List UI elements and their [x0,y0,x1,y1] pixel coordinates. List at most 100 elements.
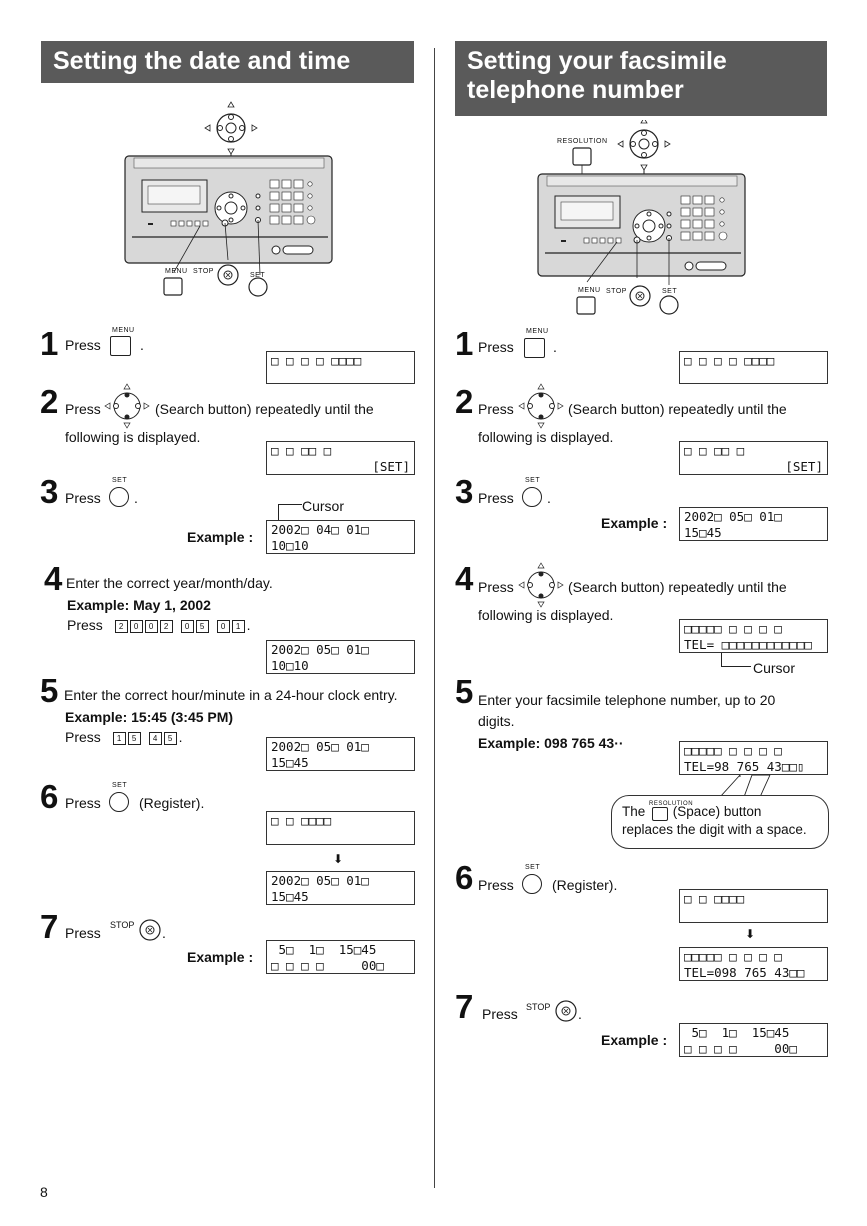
step-number: 6 [455,859,474,896]
search-button-icon [518,383,564,429]
set-key-label: SET [112,477,128,484]
set-key-label: SET [525,864,541,871]
dial-key-icon: 5 [127,731,141,745]
set-key-label: SET [112,782,128,789]
resolution-button-icon [572,147,592,166]
dial-key-icon: 1 [112,731,126,745]
cursor-label: Cursor [302,498,345,514]
example-label: Example : [601,1032,668,1048]
stop-button-icon [217,264,239,286]
step-number: 1 [455,325,474,362]
menu-key-label: MENU [526,328,549,335]
diagram-stop-label: STOP [606,288,627,295]
menu-button-icon [576,296,596,315]
step-text: Press [65,795,101,811]
lcd-display: □ □ □□ □[SET] [266,441,415,475]
step-text: Press [478,490,514,506]
step-text: (Register). [139,795,205,811]
diagram-set-label: SET [250,272,266,279]
example-text: Example: 098 765 43·· [478,735,624,751]
example-label: Example : [601,515,668,531]
set-key-icon [109,792,129,812]
menu-key-label: MENU [112,327,135,334]
lcd-display: 5□ 1□ 15□45□ □ □ □ 00□ [679,1023,828,1057]
menu-button-icon [163,277,183,296]
lcd-display: □ □ □ □ □□□□ [266,351,415,384]
dial-key-icon: 2 [114,619,128,633]
set-button-icon [248,277,268,297]
resolution-key-icon: RESOLUTION [649,801,693,821]
right-title: Setting your facsimile telephone number [455,41,827,116]
dial-key-icon: 1 [231,619,245,633]
search-button-icon [104,383,150,429]
lcd-display: 2002□ 05□ 01□15□45 [266,871,415,905]
lcd-display: 2002□ 05□ 01□10□10 [266,640,415,674]
stop-key-label: STOP [110,920,135,930]
lcd-display: □ □ □□□□ [679,889,828,923]
navigator-key-icon [617,120,671,171]
step-text: Press [478,579,514,595]
step-text: following is displayed. [478,429,614,445]
step-number: 4 [455,560,474,597]
dial-key-icon: 0 [144,619,158,633]
lcd-display: 5□ 1□ 15□45□ □ □ □ 00□ [266,940,415,974]
left-title: Setting the date and time [41,41,414,83]
step-text: Press [478,339,514,355]
step-text: Press [65,925,101,941]
set-key-icon [522,874,542,894]
stop-key-icon [139,919,161,941]
space-button-callout: The RESOLUTION (Space) button replaces t… [611,795,829,849]
menu-key-icon [110,336,131,356]
dial-key-icon: 0 [216,619,230,633]
example-text: Example: 15:45 (3:45 PM) [65,709,234,725]
lcd-display: 2002□ 05□ 01□15□45 [266,737,415,771]
search-button-icon [518,562,564,608]
step-number: 5 [40,672,59,709]
arrow-down-icon: ⬇ [745,927,756,941]
fax-machine-diagram-right [537,120,746,315]
cursor-label: Cursor [753,660,796,676]
diagram-menu-label: MENU [578,287,601,294]
step-text: Press [65,337,101,353]
step-number: 1 [40,325,59,362]
diagram-stop-label: STOP [193,268,214,275]
step-number: 3 [455,473,474,510]
stop-button-icon [629,285,651,307]
callout-pointer [719,774,771,797]
step-number: 6 [40,778,59,815]
step-number: 7 [455,988,474,1025]
set-key-icon [109,487,129,507]
set-key-label: SET [525,477,541,484]
fax-machine-diagram-left [124,101,333,297]
stop-key-label: STOP [526,1002,551,1012]
set-key-icon [522,487,542,507]
set-button-icon [659,295,679,315]
arrow-down-icon: ⬇ [333,852,344,866]
diagram-resolution-label: RESOLUTION [557,138,608,145]
dial-key-icon: 4 [148,731,162,745]
step-text: Press [65,490,101,506]
navigator-key-icon [204,101,258,155]
step-text: Enter your facsimile telephone number, u… [478,692,776,708]
step-number: 3 [40,473,59,510]
lcd-display: □ □ □□ □[SET] [679,441,828,475]
step-text: Press [65,401,101,417]
dial-key-icon: 5 [163,731,177,745]
lcd-display: 2002□ 04□ 01□10□10 [266,520,415,554]
lcd-display: □□□□□ □ □ □ □TEL=98 765 43□□▯ [679,741,828,775]
step-text: following is displayed. [65,429,201,445]
dial-key-icon: 2 [159,619,173,633]
dial-key-icon: 0 [129,619,143,633]
step-text: (Register). [552,877,618,893]
step-number: 5 [455,673,474,710]
step-text: (Search button) repeatedly until the [568,579,787,595]
step-number: 4 [44,560,63,597]
lcd-display: □ □ □ □ □□□□ [679,351,828,384]
diagram-set-label: SET [662,288,678,295]
step-text: (Search button) repeatedly until the [155,401,374,417]
step-text: Press [482,1006,518,1022]
diagram-menu-label: MENU [165,268,188,275]
stop-key-icon [555,1000,577,1022]
